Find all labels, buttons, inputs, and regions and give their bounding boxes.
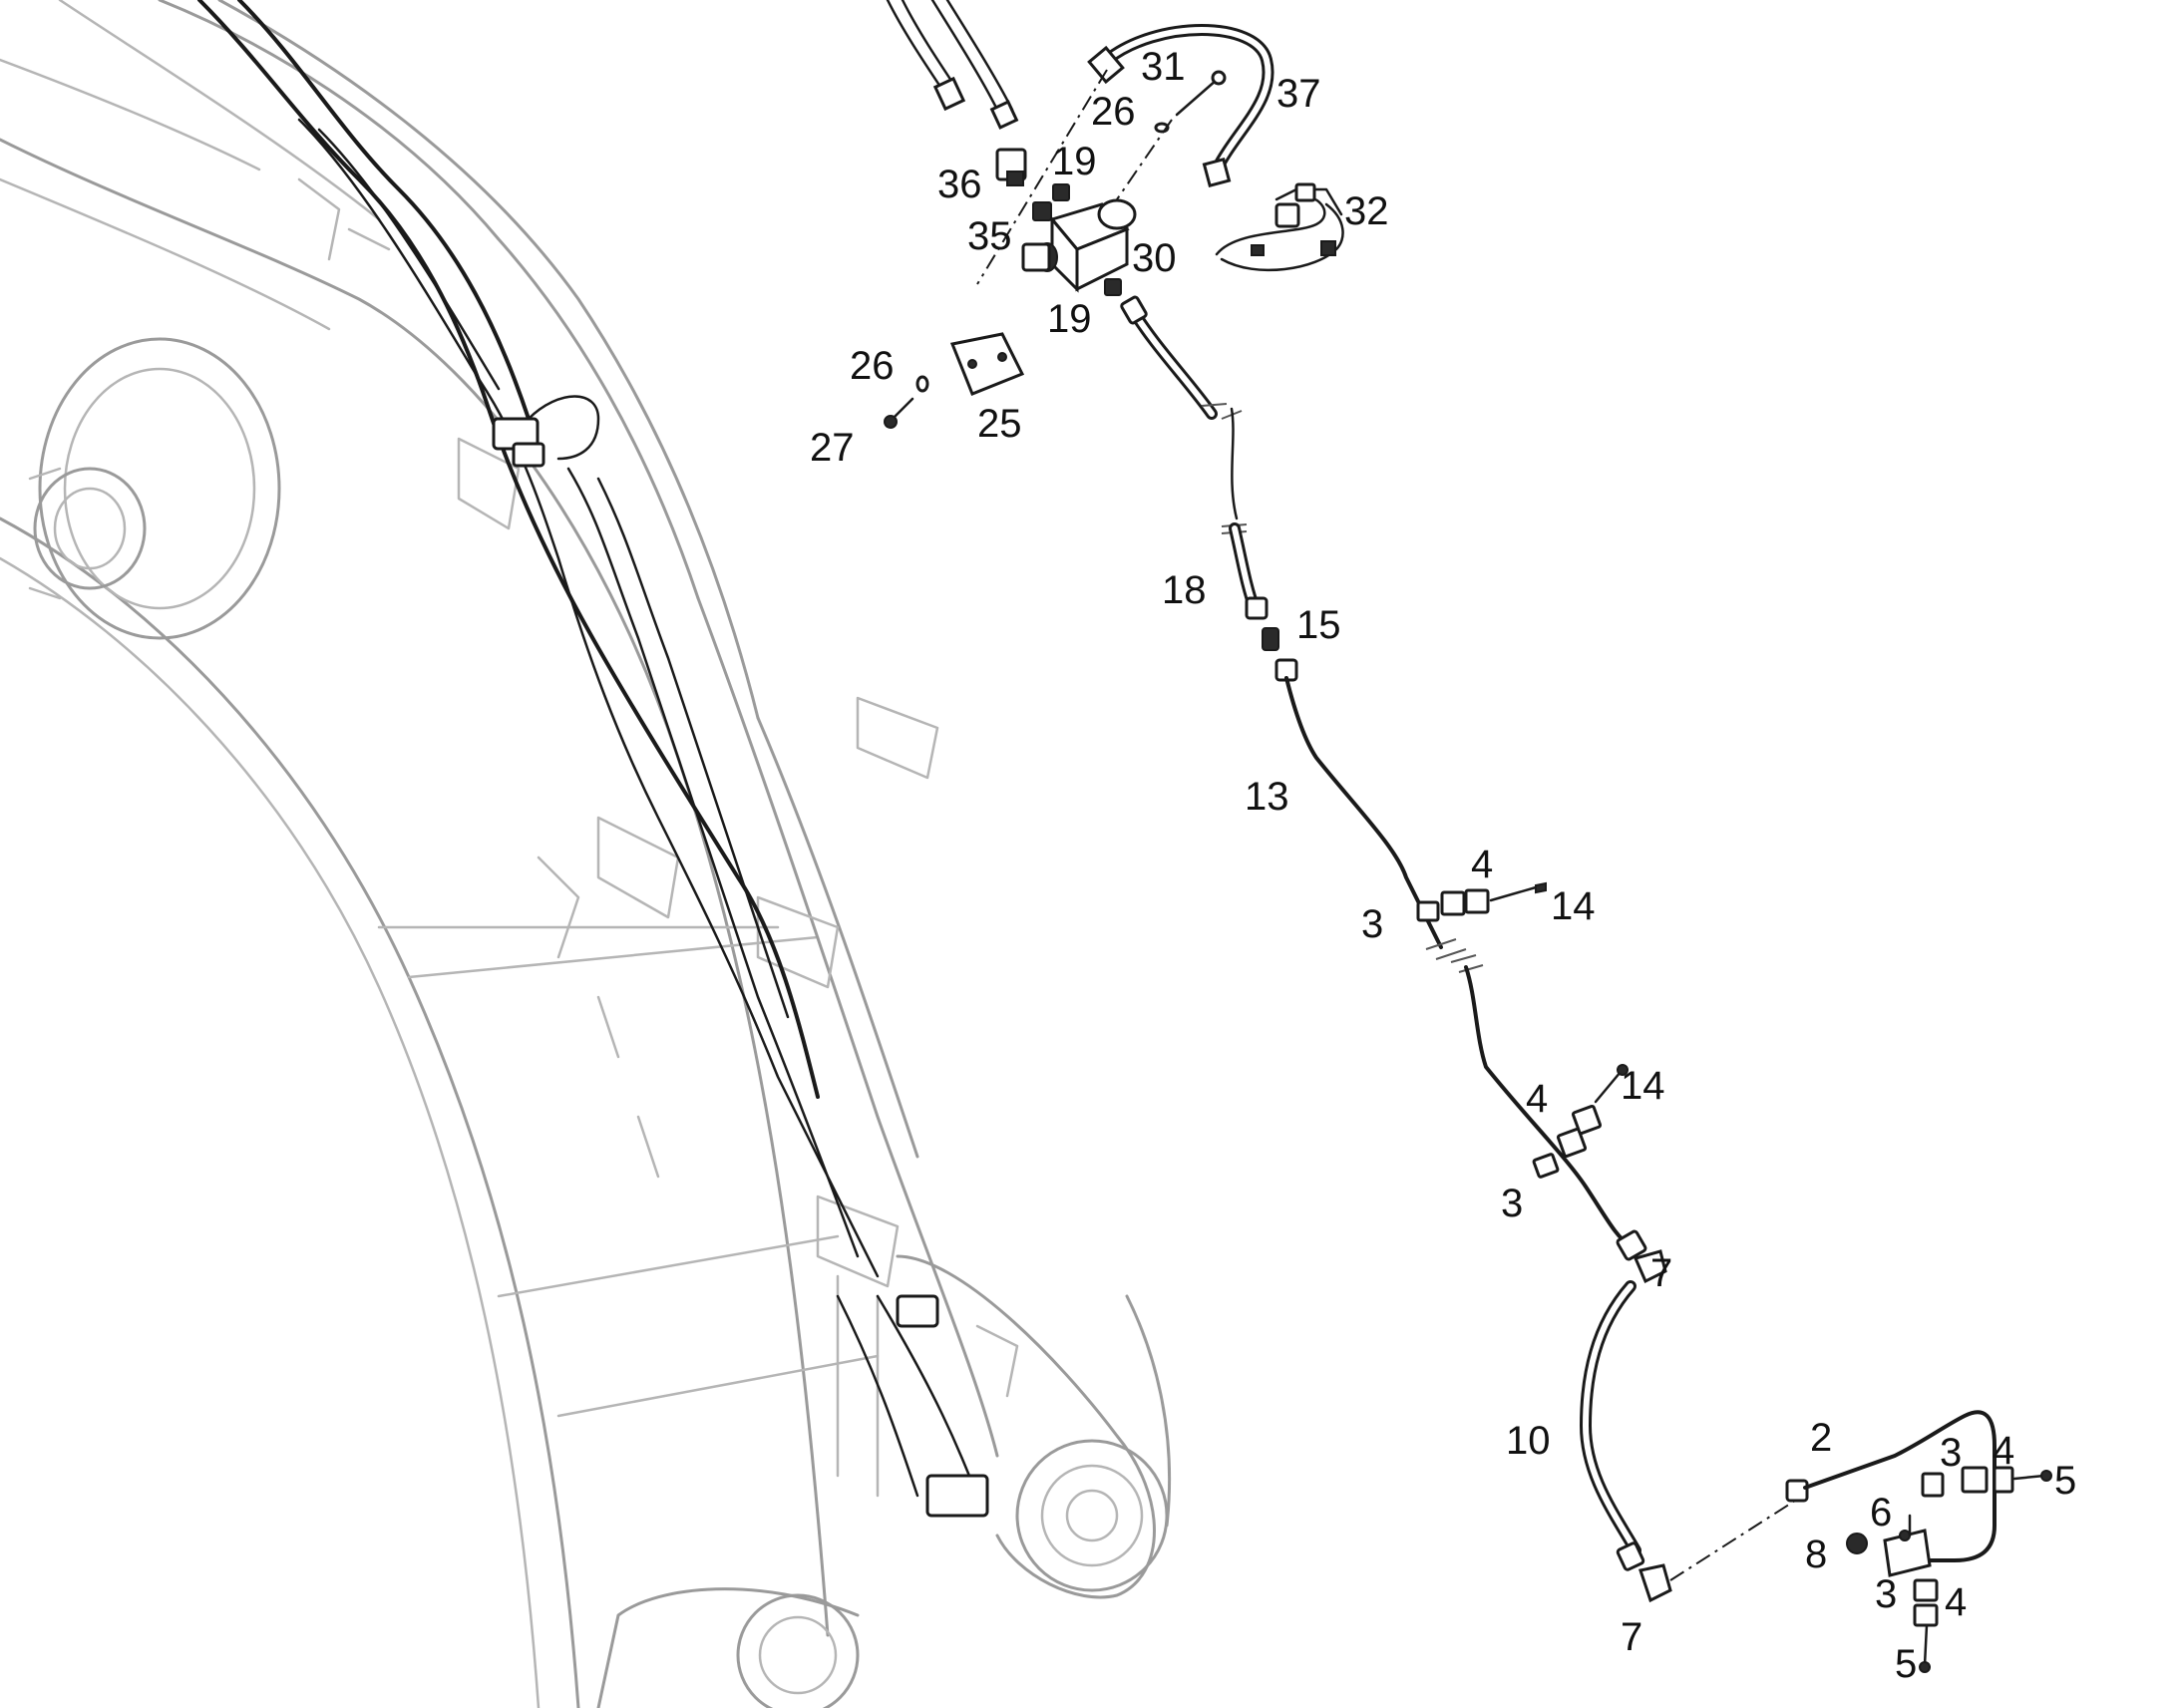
fitting-36: [995, 148, 1027, 186]
solenoid-valve-30: [976, 69, 1173, 293]
callout-5: 5: [2054, 1459, 2076, 1503]
adapter-15: [1262, 627, 1279, 651]
tube-2: [1785, 1410, 1997, 1562]
elbow-fitting-7-lower: [1638, 1563, 1672, 1603]
bracket-25: [949, 332, 1025, 396]
fitting-19-upper: [1052, 183, 1070, 201]
boom-hose-bundle: [197, 0, 989, 1518]
callout-5: 5: [1895, 1642, 1917, 1686]
callout-26: 26: [850, 344, 895, 388]
callout-13: 13: [1245, 775, 1289, 819]
callout-2: 2: [1810, 1416, 1832, 1460]
fitting-35: [1032, 201, 1052, 221]
assembly-centerline: [1669, 1500, 1796, 1581]
tube-13: [1274, 658, 1467, 960]
callout-3: 3: [1940, 1431, 1962, 1475]
fitting-19-lower: [1104, 278, 1122, 296]
bolt-27: [884, 397, 914, 429]
clamp-3-4-right: [1921, 1466, 2052, 1498]
clamp-3-4-lower: [1532, 1064, 1629, 1179]
callout-37: 37: [1276, 72, 1321, 116]
wire-harness-32: [1215, 182, 1344, 272]
upper-supply-hoses: [886, 0, 1019, 130]
callout-8: 8: [1805, 1533, 1827, 1576]
callout-4: 4: [1945, 1580, 1967, 1624]
callout-32: 32: [1344, 189, 1389, 233]
hose-assembly-37: [1087, 24, 1274, 188]
callout-15: 15: [1296, 603, 1341, 647]
callout-7: 7: [1621, 1615, 1642, 1659]
callout-7: 7: [1650, 1251, 1672, 1295]
callout-14: 14: [1551, 884, 1596, 928]
elbow-fitting-7-upper: [1616, 1229, 1667, 1284]
callout-6: 6: [1870, 1491, 1892, 1535]
callout-10: 10: [1506, 1419, 1551, 1463]
clamp-3-4-bottom: [1913, 1578, 1939, 1673]
callout-26: 26: [1091, 90, 1136, 134]
callout-31: 31: [1141, 45, 1186, 89]
mounting-bracket-6: [1883, 1514, 1932, 1577]
callout-18: 18: [1162, 568, 1207, 612]
hose-18: [1120, 295, 1269, 620]
clamp-3-4-upper: [1416, 881, 1547, 922]
callout-3: 3: [1361, 902, 1383, 946]
callout-30: 30: [1132, 236, 1177, 280]
callout-3: 3: [1501, 1182, 1523, 1225]
washer-26-lower: [915, 375, 929, 393]
callout-labels: 31 37 26 36 19 32 35 30 19 26 25 27 18 1…: [810, 45, 2076, 1686]
bolt-26-upper: [1154, 70, 1227, 134]
callout-27: 27: [810, 426, 855, 470]
callout-3: 3: [1875, 1572, 1897, 1616]
callout-4: 4: [1993, 1429, 2014, 1473]
callout-4: 4: [1526, 1077, 1548, 1121]
callout-14: 14: [1621, 1064, 1665, 1108]
plug-cap-8: [1846, 1533, 1868, 1554]
tube-13-lower: [1450, 954, 1633, 1248]
callout-25: 25: [977, 402, 1022, 446]
callout-19: 19: [1052, 140, 1097, 183]
boom-structure: [0, 0, 1172, 1708]
callout-36: 36: [937, 163, 982, 206]
callout-35: 35: [967, 214, 1012, 258]
callout-19: 19: [1047, 297, 1092, 341]
callout-4: 4: [1471, 843, 1493, 886]
hose-10: [1580, 1280, 1645, 1571]
